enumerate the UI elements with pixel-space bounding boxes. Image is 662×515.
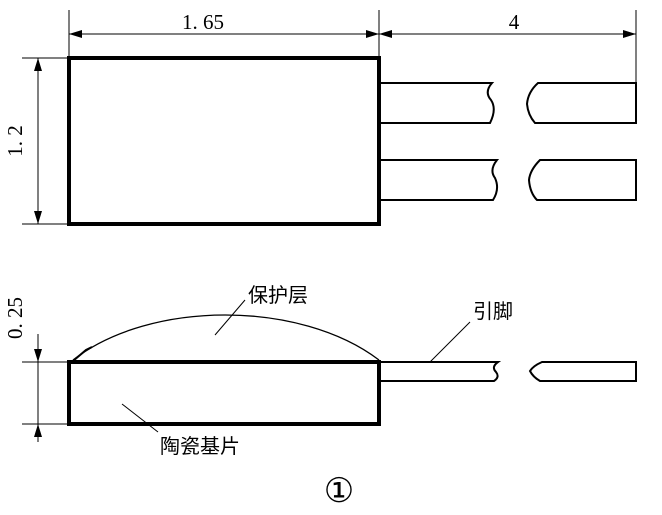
dimension-lead-length-label: 4 [509, 10, 520, 34]
dimension-body-height: 1. 2 [3, 57, 69, 225]
side-lead-tip [528, 361, 637, 382]
dimension-body-height-label: 1. 2 [3, 125, 27, 157]
leader-ceramic-substrate: 陶瓷基片 [121, 403, 240, 458]
lower-lead [379, 159, 637, 201]
side-lead [379, 361, 637, 382]
dimension-coating-thickness-label: 0. 25 [3, 297, 27, 339]
top-view-body [67, 56, 381, 226]
lower-lead-tip [527, 159, 637, 201]
lead-pin-label: 引脚 [473, 299, 513, 323]
upper-lead [379, 82, 637, 124]
upper-lead-tip [525, 82, 637, 124]
protective-layer-dome [72, 314, 380, 361]
protective-layer-edge [72, 346, 93, 362]
side-view: 0. 25 保护层 引脚 陶瓷基片 [3, 283, 637, 458]
upper-lead-stub [379, 82, 495, 124]
side-lead-stub [379, 361, 502, 382]
dimension-body-length: 1. 65 [68, 10, 380, 58]
ceramic-substrate-label: 陶瓷基片 [160, 434, 240, 458]
dimension-body-length-label: 1. 65 [182, 10, 224, 34]
protective-layer-label: 保护层 [248, 283, 308, 307]
leader-protective-layer: 保护层 [214, 283, 308, 336]
side-view-substrate [67, 360, 381, 426]
figure-number: ① [324, 471, 354, 511]
leader-lead-pin: 引脚 [429, 299, 513, 363]
dimension-lead-length: 4 [379, 10, 637, 83]
dimension-coating-thickness: 0. 25 [3, 297, 69, 442]
top-view: 1. 65 4 1. 2 [3, 10, 637, 226]
lower-lead-stub [379, 159, 500, 201]
